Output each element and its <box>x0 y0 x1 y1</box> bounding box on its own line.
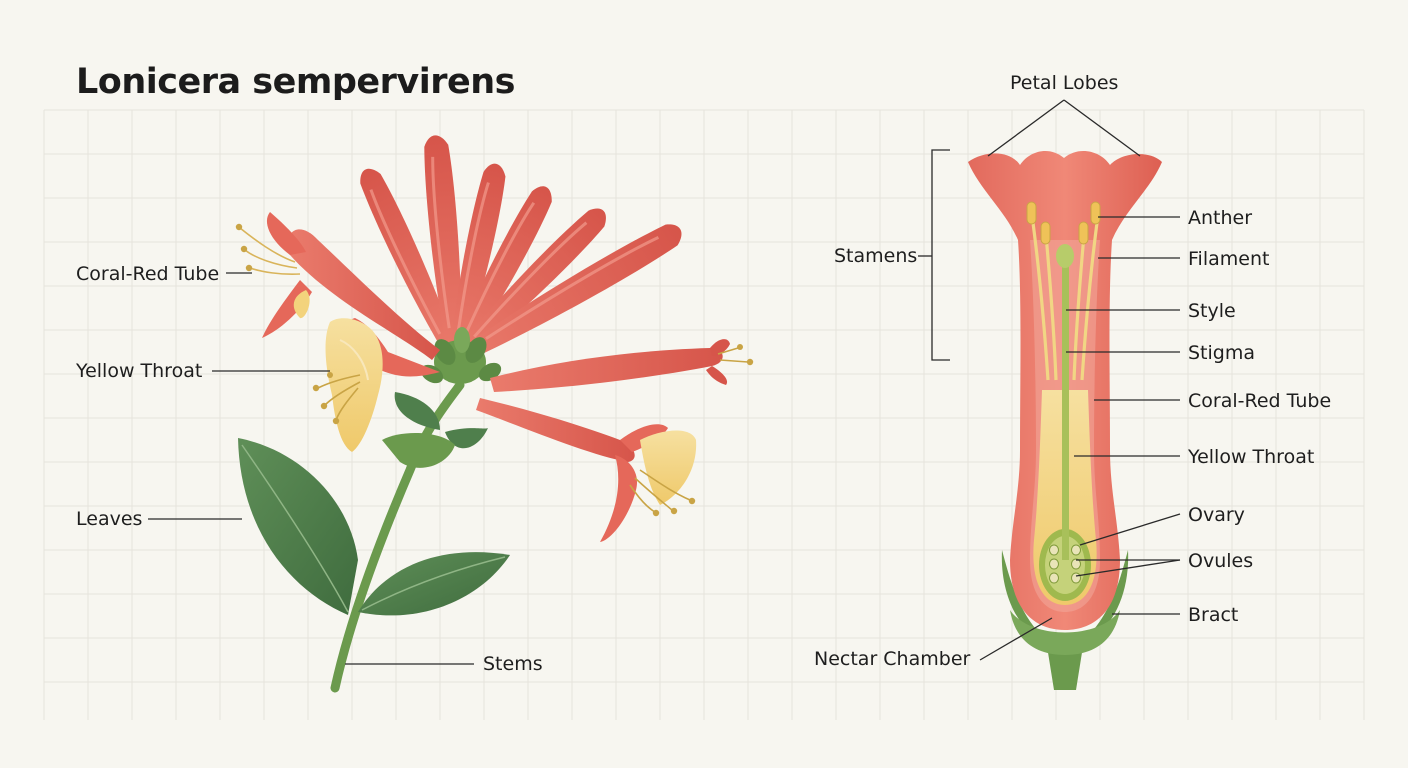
label-leaves: Leaves <box>76 508 142 530</box>
label-nectar-chamber: Nectar Chamber <box>814 648 971 670</box>
filaments <box>1030 214 1100 381</box>
background-grid <box>43 109 1365 720</box>
left-leaders <box>148 272 474 665</box>
horizontal-flower <box>490 339 754 392</box>
label-stems: Stems <box>483 653 543 675</box>
anthers <box>1026 201 1101 245</box>
calyx-cluster <box>420 327 502 384</box>
label-filament: Filament <box>1188 248 1269 270</box>
label-stamens: Stamens <box>834 245 917 267</box>
open-flower-right <box>476 398 697 542</box>
label-ovules: Ovules <box>1188 550 1253 572</box>
label-coral-red-tube-right: Coral-Red Tube <box>1188 390 1331 412</box>
label-petal-lobes: Petal Lobes <box>1010 72 1118 94</box>
leaf-upper-left <box>394 392 440 430</box>
style <box>1062 262 1069 560</box>
petal-tube <box>451 208 606 364</box>
label-style: Style <box>1188 300 1236 322</box>
leaf-upper-right <box>445 428 488 449</box>
label-coral-red-tube-left: Coral-Red Tube <box>76 263 219 285</box>
bract-cup <box>382 433 455 468</box>
cross-section <box>968 150 1162 690</box>
open-flower-yellow <box>312 318 440 452</box>
label-stigma: Stigma <box>1188 342 1255 364</box>
open-flower-left <box>235 212 440 360</box>
petal-tube <box>360 168 461 363</box>
label-ovary: Ovary <box>1188 504 1245 526</box>
label-anther: Anther <box>1188 207 1252 229</box>
label-yellow-throat-left: Yellow Throat <box>75 360 202 382</box>
stem <box>330 380 465 693</box>
petal-tube <box>452 224 682 366</box>
flower-cluster <box>235 135 754 693</box>
petal-tube <box>450 186 552 363</box>
leaf-right <box>358 552 510 616</box>
label-yellow-throat-right: Yellow Throat <box>1187 446 1314 468</box>
page-title: Lonicera sempervirens <box>76 62 515 102</box>
stigma <box>1056 244 1074 268</box>
petal-tube <box>449 163 506 362</box>
label-bract: Bract <box>1188 604 1238 626</box>
right-leaders <box>918 99 1181 661</box>
